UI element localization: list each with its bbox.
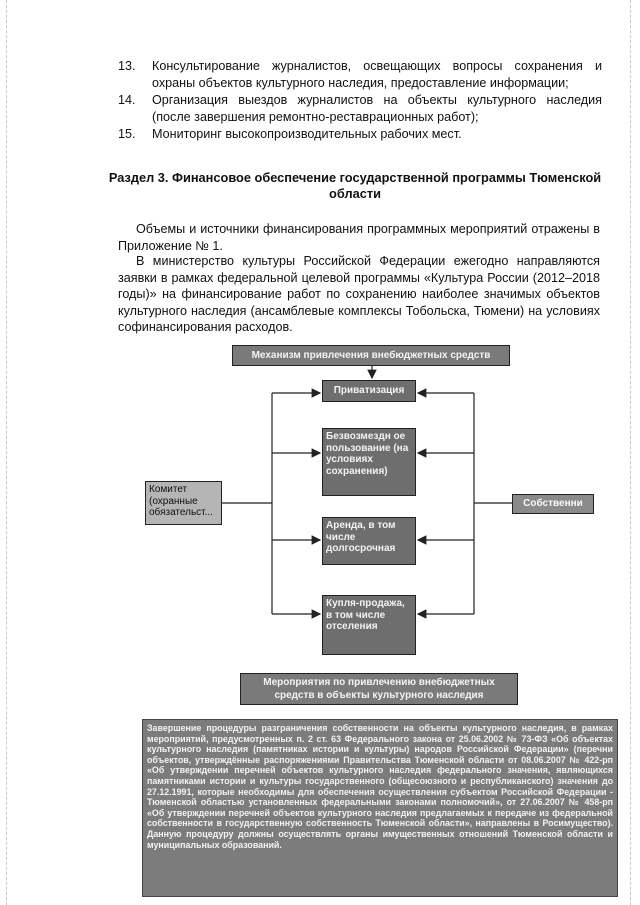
list-item-number: 13.: [118, 59, 136, 73]
section-heading: Раздел 3. Финансовое обеспечение государ…: [108, 170, 602, 201]
list-item-number: 15.: [118, 127, 136, 141]
list-item-text: Организация выездов журналистов на объек…: [152, 93, 602, 124]
bottom-text-box: Завершение процедуры разграничения собст…: [142, 719, 618, 897]
list-item-text: Консультирование журналистов, освещающих…: [152, 59, 602, 90]
diagram-title-box: Механизм привлечения внебюджетных средст…: [232, 345, 510, 366]
paragraph-ministry-requests: В министерство культуры Российской Федер…: [118, 254, 600, 334]
bottom-title-box: Мероприятия по привлечению внебюджетных …: [240, 673, 518, 705]
box-committee: Комитет (охранные обязательст...: [145, 481, 222, 525]
box-privatization: Приватизация: [322, 380, 416, 402]
list-item: 13. Консультирование журналистов, освеща…: [118, 58, 602, 91]
scan-edge-left: [6, 0, 8, 905]
scan-edge-right: [630, 0, 632, 905]
box-lease: Аренда, в том числе долгосрочная: [322, 517, 416, 565]
box-owners: Собственни: [512, 494, 594, 514]
box-sale: Купля-продажа, в том числе отселения: [322, 595, 416, 655]
box-free-use: Безвозмездн ое пользование (на условиях …: [322, 428, 416, 496]
list-item: 14. Организация выездов журналистов на о…: [118, 92, 602, 125]
list-item-number: 14.: [118, 93, 136, 107]
paragraph-funding-sources: Объемы и источники финансирования програ…: [118, 222, 600, 253]
numbered-list: 13. Консультирование журналистов, освеща…: [118, 58, 602, 144]
list-item: 15. Мониторинг высокопроизводительных ра…: [118, 126, 602, 143]
list-item-text: Мониторинг высокопроизводительных рабочи…: [152, 127, 462, 141]
